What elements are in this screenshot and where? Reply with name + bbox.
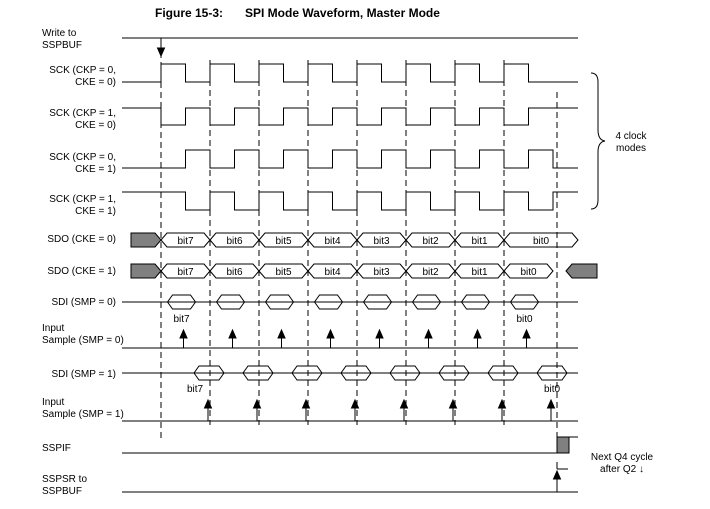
sdo-cke0-bit-label: bit0 (533, 236, 550, 247)
sdo-cke1-bit-label: bit4 (324, 267, 341, 278)
label-sdo-cke1: SDO (CKE = 1) (47, 266, 116, 277)
clock-modes-brace (590, 72, 606, 210)
label-sspsr-to-sspbuf: SSPSR to SSPBUF (42, 474, 88, 497)
sck-ckp0-cke0-wave (122, 63, 578, 83)
input-sample-smp0-arrow (228, 328, 237, 339)
label-sspif: SSPIF (42, 443, 71, 454)
sdi-smp1-last-label: bit0 (544, 384, 561, 395)
sck-ckp0-cke1-wave (122, 149, 578, 169)
label-write-to-sspbuf: Write to SSPBUF (42, 28, 83, 51)
sdo-cke1-bit-label: bit3 (373, 267, 390, 278)
sdi-smp1-sample-window (536, 365, 568, 381)
sspif-pulse (556, 436, 570, 454)
sdo-cke1-bit-label: bit5 (275, 267, 292, 278)
label-sck-ckp0-cke1: SCK (CKP = 0, CKE = 1) (49, 152, 116, 175)
sdi-smp0-sample-window (461, 294, 491, 310)
sdi-smp0-sample-window (314, 294, 344, 310)
sdo-cke0-bit-label: bit3 (373, 236, 390, 247)
input-sample-smp1-arrow (546, 398, 556, 409)
label-4-clock-modes: 4 clock modes (615, 131, 647, 154)
label-next-q4-cycle: Next Q4 cycle after Q2 ↓ (590, 452, 654, 475)
sdo-cke1-bit-label: bit2 (422, 267, 439, 278)
sdi-smp1-sample-window (487, 365, 519, 381)
sdi-smp1-sample-window (193, 365, 225, 381)
input-sample-smp1-arrow (399, 398, 409, 409)
sdo-cke1-idle-fill-left (130, 263, 162, 279)
sdo-cke0-bit-label: bit2 (422, 236, 439, 247)
input-sample-smp0-arrow (277, 328, 286, 339)
sdi-smp0-sample-window (510, 294, 540, 310)
sdi-smp0-sample-window (167, 294, 197, 310)
sdo-cke0-idle-fill (130, 232, 162, 248)
sdi-smp0-sample-window (265, 294, 295, 310)
sck-ckp1-cke1-wave (122, 191, 578, 211)
sdi-smp0-sample-window (363, 294, 393, 310)
input-sample-smp1-arrow (497, 398, 507, 409)
input-sample-smp0-arrow (326, 328, 335, 339)
label-sdi-smp0: SDI (SMP = 0) (51, 297, 116, 308)
sdo-cke0-bit-label: bit7 (177, 236, 194, 247)
label-sck-ckp0-cke0: SCK (CKP = 0, CKE = 0) (49, 65, 116, 88)
input-sample-smp1-arrow (448, 398, 458, 409)
input-sample-smp1-arrow (301, 398, 311, 409)
label-sck-ckp1-cke0: SCK (CKP = 1, CKE = 0) (49, 108, 116, 131)
sdo-cke1-bit-cell (503, 263, 554, 279)
input-sample-smp0-arrow (424, 328, 433, 339)
figure-title: SPI Mode Waveform, Master Mode (245, 6, 440, 20)
input-sample-smp1-arrow (252, 398, 262, 409)
input-sample-smp1-arrow (203, 398, 213, 409)
input-sample-smp1-arrow (350, 398, 360, 409)
sspsr-transfer-arrow (552, 469, 562, 480)
sdi-smp1-sample-window (438, 365, 470, 381)
sdo-cke0-bit-label: bit6 (226, 236, 243, 247)
sdi-smp1-first-label: bit7 (187, 384, 204, 395)
sdi-smp0-first-label: bit7 (173, 314, 190, 325)
input-sample-smp0-arrow (375, 328, 384, 339)
sdi-smp0-sample-window (412, 294, 442, 310)
sdo-cke0-bit-cell (503, 232, 579, 248)
label-input-sample-smp0: Input Sample (SMP = 0) (42, 323, 124, 346)
input-sample-smp0-arrow (522, 328, 531, 339)
sdo-cke1-bit-label: bit1 (471, 267, 488, 278)
sdi-smp0-sample-window (216, 294, 246, 310)
input-sample-smp0-arrow (179, 328, 188, 339)
label-sdo-cke0: SDO (CKE = 0) (47, 234, 116, 245)
sdo-cke1-idle-fill-right (565, 263, 598, 279)
sdi-smp0-last-label: bit0 (516, 314, 533, 325)
sdo-cke1-bit-label: bit0 (520, 267, 537, 278)
sdo-cke0-bit-label: bit4 (324, 236, 341, 247)
sdi-smp1-sample-window (242, 365, 274, 381)
sdo-cke0-bit-label: bit1 (471, 236, 488, 247)
label-sdi-smp1: SDI (SMP = 1) (51, 369, 116, 380)
sdo-cke1-bit-label: bit6 (226, 267, 243, 278)
sdo-cke0-bit-label: bit5 (275, 236, 292, 247)
sdo-cke1-bit-label: bit7 (177, 267, 194, 278)
figure-number: Figure 15-3: (155, 6, 224, 20)
sdi-smp1-sample-window (389, 365, 421, 381)
label-input-sample-smp1: Input Sample (SMP = 1) (42, 397, 124, 420)
sdi-smp1-sample-window (340, 365, 372, 381)
figure-caption: Figure 15-3: SPI Mode Waveform, Master M… (0, 6, 710, 22)
sdi-smp1-sample-window (291, 365, 323, 381)
input-sample-smp0-arrow (473, 328, 482, 339)
label-sck-ckp1-cke1: SCK (CKP = 1, CKE = 1) (49, 194, 116, 217)
sck-ckp1-cke0-wave (122, 107, 578, 126)
write-sspbuf-arrow (156, 47, 166, 58)
